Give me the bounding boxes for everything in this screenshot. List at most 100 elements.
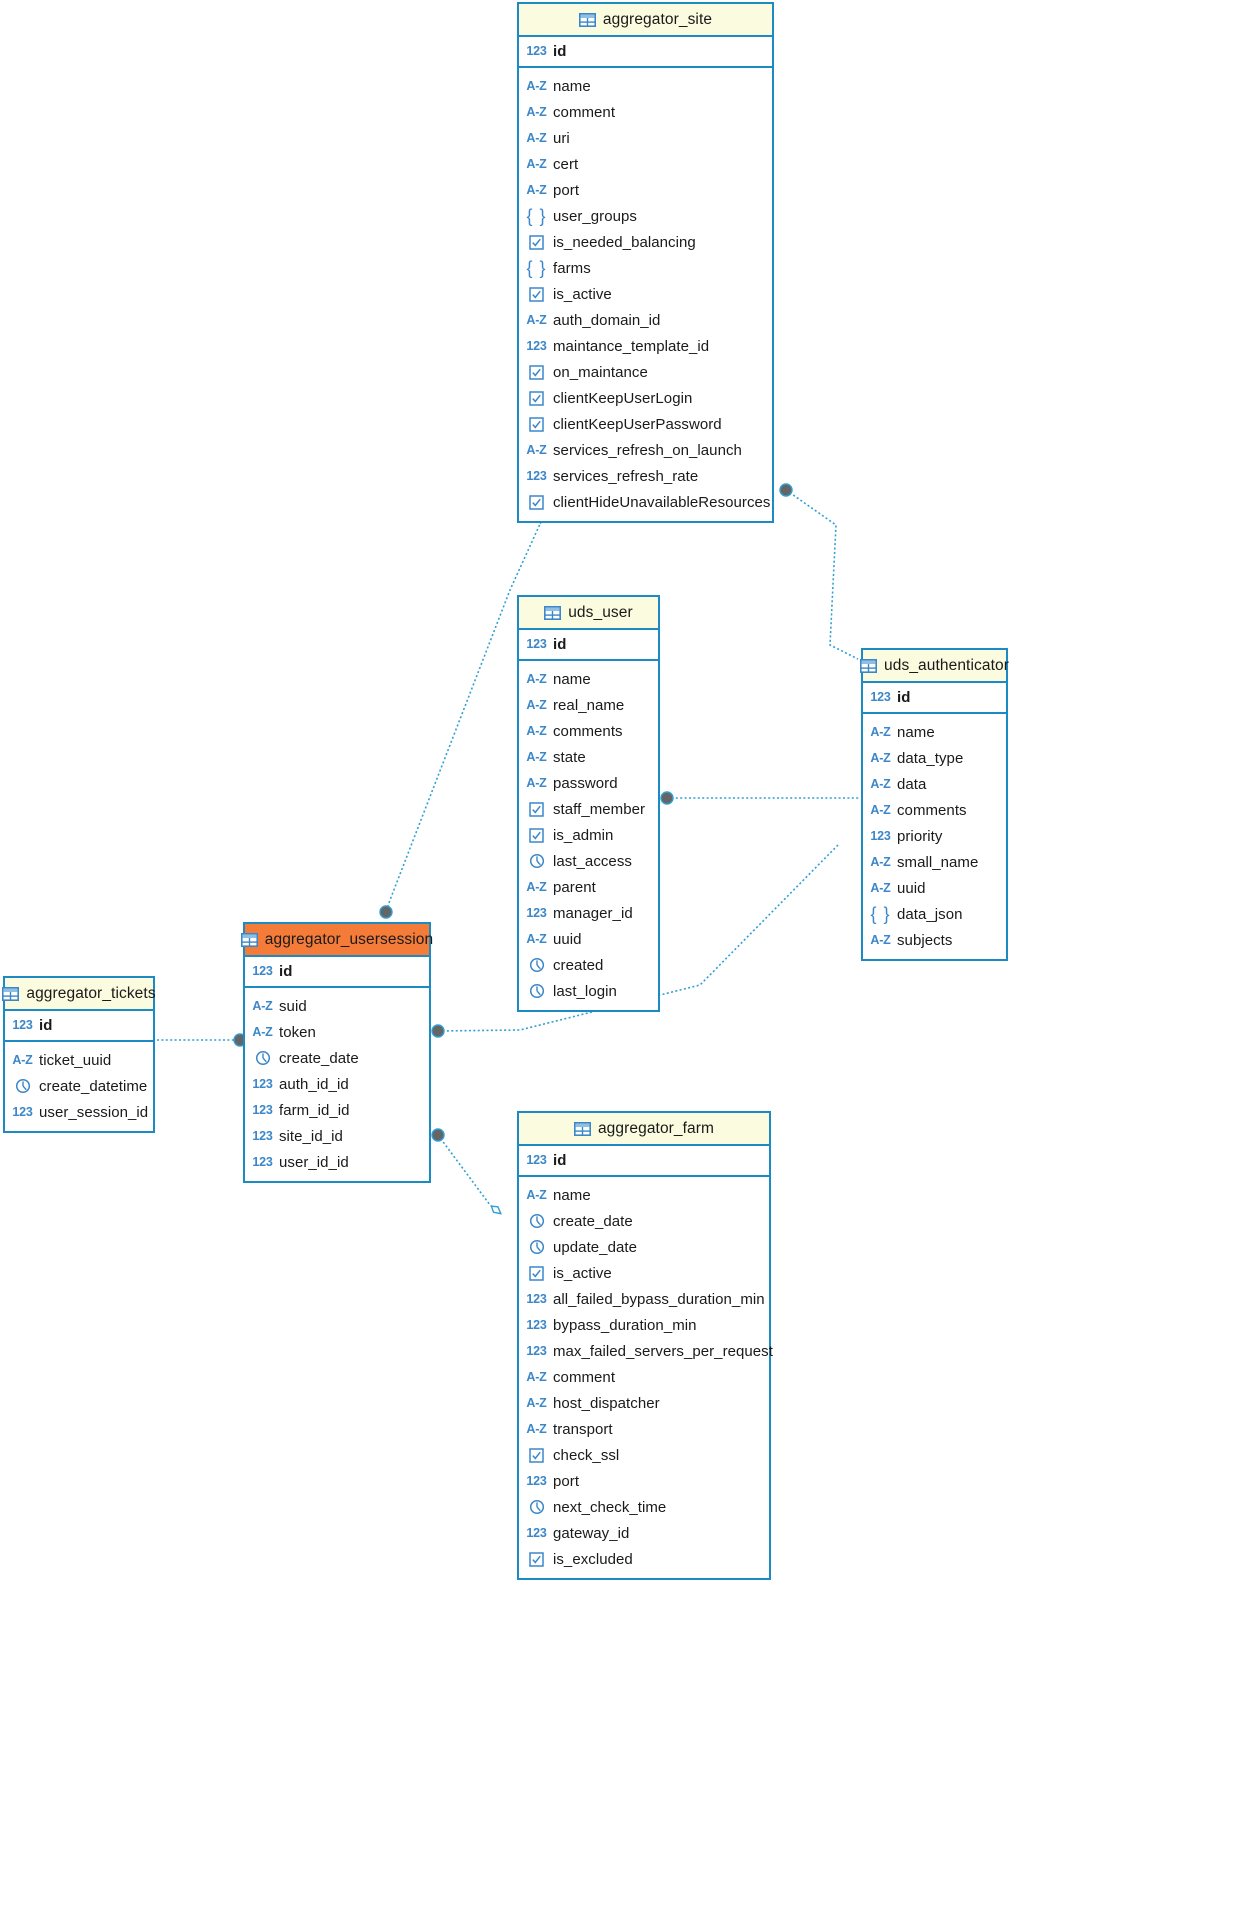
field-row[interactable]: is_active	[526, 281, 768, 307]
field-row[interactable]: staff_member	[526, 796, 654, 822]
field-row[interactable]: { }farms	[526, 255, 768, 281]
type-string-icon: A-Z	[252, 1024, 273, 1039]
entity-header-aggregator_usersession[interactable]: aggregator_usersession	[240, 924, 433, 957]
field-row[interactable]: A-Z token	[252, 1019, 425, 1045]
type-number-icon: 123	[12, 1104, 33, 1119]
relationship-site-to-authenticator[interactable]	[779, 483, 859, 660]
field-row[interactable]: { }data_json	[870, 901, 1002, 927]
field-label: real_name	[553, 696, 625, 714]
field-label: comment	[553, 1368, 616, 1386]
field-label: on_maintance	[553, 363, 648, 381]
entity-header-aggregator_site[interactable]: aggregator_site	[519, 4, 772, 37]
field-row[interactable]: update_date	[526, 1234, 765, 1260]
relationship-udsuser-to-authenticator[interactable]	[660, 791, 860, 805]
type-datetime-clock-icon	[252, 1050, 273, 1067]
entity-header-uds_user[interactable]: uds_user	[519, 597, 658, 630]
entity-header-uds_authenticator[interactable]: uds_authenticator	[860, 650, 1009, 683]
field-row[interactable]: clientKeepUserLogin	[526, 385, 768, 411]
field-row[interactable]: last_access	[526, 848, 654, 874]
field-row[interactable]: created	[526, 952, 654, 978]
field-label: token	[279, 1023, 316, 1041]
field-label: staff_member	[553, 800, 646, 818]
field-row[interactable]: is_active	[526, 1260, 765, 1286]
field-row[interactable]: is_admin	[526, 822, 654, 848]
field-row[interactable]: check_ssl	[526, 1442, 765, 1468]
field-row[interactable]: { }user_groups	[526, 203, 768, 229]
field-row[interactable]: create_date	[526, 1208, 765, 1234]
field-row[interactable]: is_excluded	[526, 1546, 765, 1572]
field-row[interactable]: create_datetime	[12, 1073, 149, 1099]
entity-header-aggregator_tickets[interactable]: aggregator_tickets	[2, 978, 156, 1011]
type-number-icon: 123	[526, 905, 547, 920]
field-row[interactable]: on_maintance	[526, 359, 768, 385]
type-number-icon: 123	[526, 44, 547, 59]
field-row[interactable]: clientKeepUserPassword	[526, 411, 768, 437]
type-string-icon: A-Z	[870, 854, 891, 869]
field-row[interactable]: clientHideUnavailableResources	[526, 489, 770, 515]
field-row[interactable]: last_login	[526, 978, 654, 1004]
relationship-tickets-to-usersession[interactable]	[157, 1033, 247, 1047]
field-row[interactable]: create_date	[252, 1045, 425, 1071]
field-row[interactable]: next_check_time	[526, 1494, 765, 1520]
type-string-icon: A-Z	[870, 776, 891, 791]
relationship-usersession-to-farm[interactable]	[431, 1128, 502, 1215]
field-row[interactable]: is_needed_balancing	[526, 229, 768, 255]
entity-header-aggregator_farm[interactable]: aggregator_farm	[519, 1113, 769, 1146]
table-grid-icon	[578, 12, 596, 27]
